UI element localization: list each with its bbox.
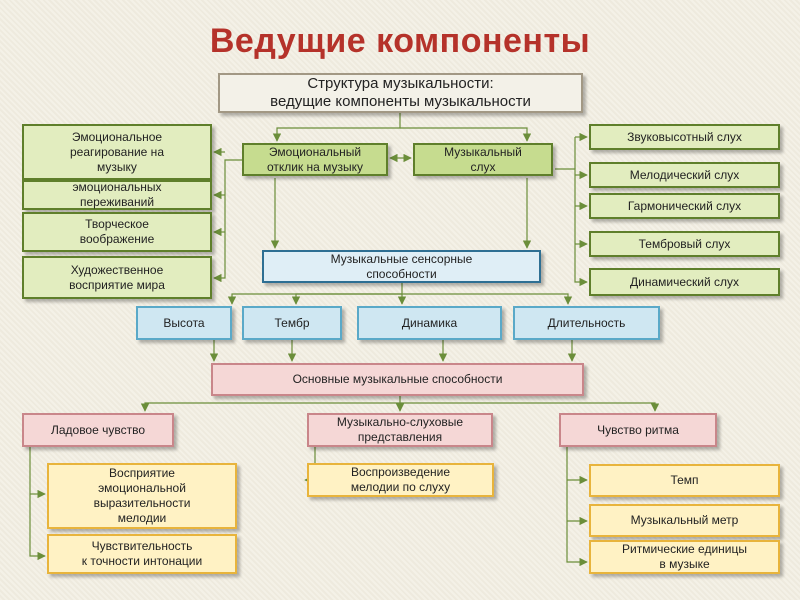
art-perception-box: Художественное восприятие мира xyxy=(22,256,212,299)
pitch-ear-box: Звуковысотный слух xyxy=(589,124,780,150)
rhythm-sense-box: Чувство ритма xyxy=(559,413,717,447)
dynamics-box: Динамика xyxy=(357,306,502,340)
timbre-box: Тембр xyxy=(242,306,342,340)
connector-line-27 xyxy=(29,447,46,561)
emotional-reaction-box: Эмоциональное реагирование на музыку xyxy=(22,124,212,180)
emotional-response-box: Эмоциональный отклик на музыку xyxy=(242,143,388,176)
page-title: Ведущие компоненты xyxy=(209,22,591,60)
emotional-experiences-box: эмоциональных переживаний xyxy=(22,180,212,210)
connector-line-4 xyxy=(213,159,242,283)
connector-line-17 xyxy=(291,293,402,305)
meter-box: Музыкальный метр xyxy=(589,504,780,537)
connector-line-1 xyxy=(272,113,401,142)
tempo-box: Темп xyxy=(589,464,780,497)
musical-ear-box: Музыкальный слух xyxy=(413,143,553,176)
expressiveness-box: Восприятие эмоциональной выразительности… xyxy=(47,463,237,529)
rhythmic-units-box: Ритмические единицы в музыке xyxy=(589,540,780,574)
connector-line-2 xyxy=(400,127,532,142)
connector-line-26 xyxy=(400,402,660,412)
reproduction-box: Воспроизведение мелодии по слуху xyxy=(307,463,494,497)
harmonic-ear-box: Гармонический слух xyxy=(589,193,780,219)
duration-box: Длительность xyxy=(513,306,660,340)
connector-line-30 xyxy=(566,447,588,567)
melodic-ear-box: Мелодический слух xyxy=(589,162,780,188)
pitch-box: Высота xyxy=(136,306,232,340)
modal-sense-box: Ладовое чувство xyxy=(22,413,174,447)
creative-imagination-box: Творческое воображение xyxy=(22,212,212,252)
sensory-abilities-box: Музыкальные сенсорные способности xyxy=(262,250,541,283)
connector-line-24 xyxy=(140,396,401,412)
connector-line-19 xyxy=(402,293,573,305)
structure-box: Структура музыкальности: ведущие компоне… xyxy=(218,73,583,113)
auditory-representations-box: Музыкально-слуховые представления xyxy=(307,413,493,447)
intonation-box: Чувствительность к точности интонации xyxy=(47,534,237,574)
dynamic-ear-box: Динамический слух xyxy=(589,268,780,296)
connector-line-8 xyxy=(555,168,588,287)
basic-abilities-box: Основные музыкальные способности xyxy=(211,363,584,396)
timbre-ear-box: Тембровый слух xyxy=(589,231,780,257)
